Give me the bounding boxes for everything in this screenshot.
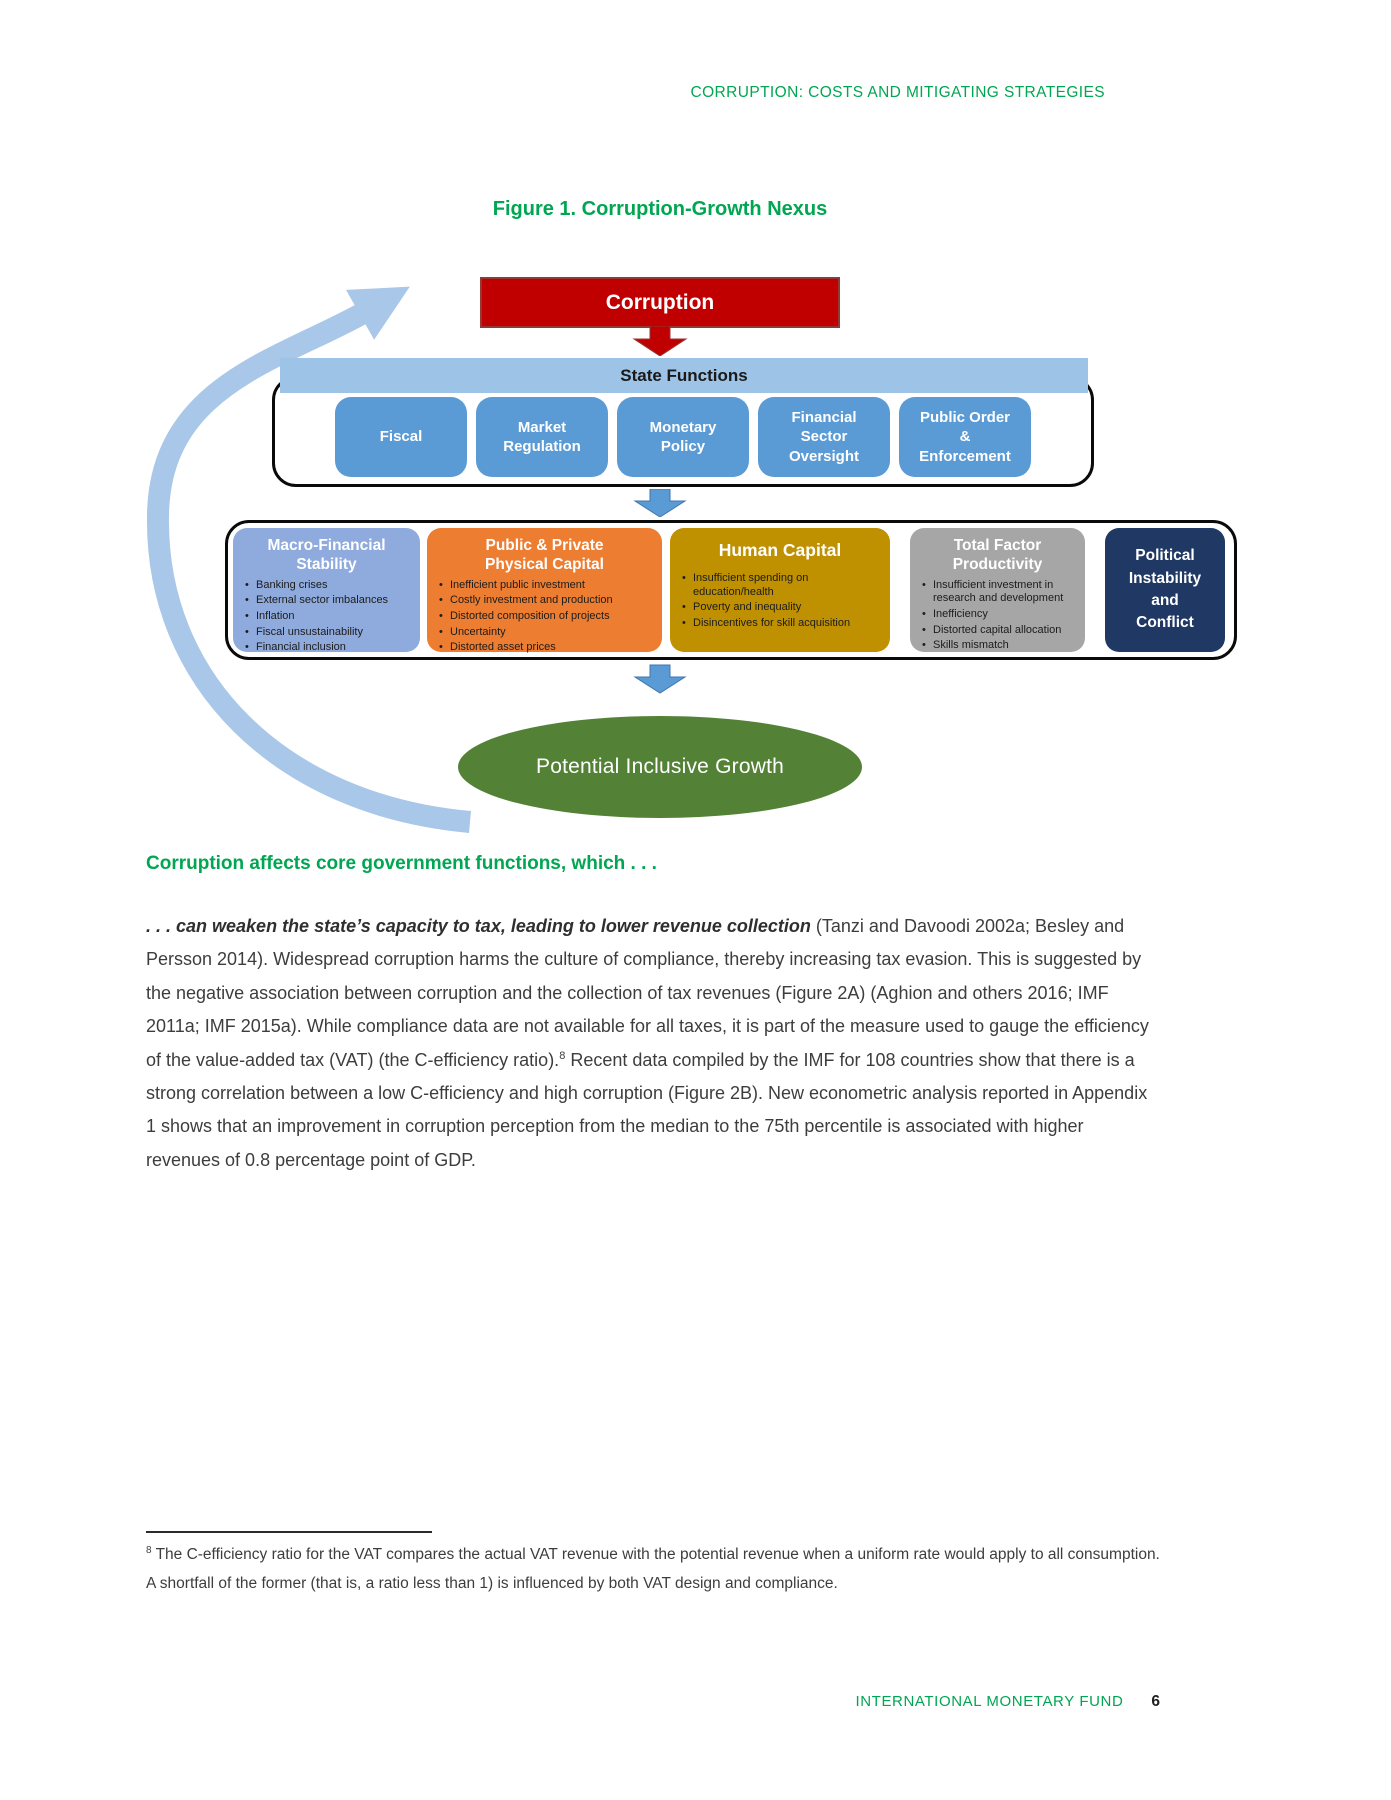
- sf-box-financial-sector-oversight: Financial Sector Oversight: [758, 397, 890, 477]
- bullet-item: Distorted composition of projects: [437, 610, 656, 624]
- bullet-item: Inefficiency: [920, 608, 1079, 622]
- bullet-item: Disincentives for skill acquisition: [680, 617, 884, 631]
- bullet-item: Financial inclusion: [243, 641, 414, 655]
- channel-box-public-private-physical-capital: Public & Private Physical Capital Ineffi…: [427, 528, 662, 655]
- down-arrow-blue-icon: [633, 489, 687, 517]
- bullet-item: Costly investment and production: [437, 594, 656, 608]
- channel-box-macro-financial-stability: Macro-Financial Stability Banking crises…: [233, 528, 420, 655]
- channel-title: Public & Private Physical Capital: [485, 537, 604, 574]
- paragraph-text: (Tanzi and Davoodi 2002a; Besley and Per…: [146, 916, 1149, 1070]
- channel-bullets: Insufficient spending on education/healt…: [670, 572, 890, 631]
- footnote-text: The C-efficiency ratio for the VAT compa…: [146, 1546, 1160, 1592]
- sf-box-fiscal: Fiscal: [335, 397, 467, 477]
- channel-title: Human Capital: [718, 540, 842, 560]
- sf-label: Financial Sector Oversight: [788, 408, 860, 465]
- sf-label: Monetary Policy: [649, 418, 717, 456]
- bullet-item: Distorted capital allocation: [920, 624, 1079, 638]
- channel-bullets: Inefficient public investment Costly inv…: [427, 579, 662, 655]
- bullet-item: Banking crises: [243, 579, 414, 593]
- bullet-item: Skills mismatch: [920, 639, 1079, 653]
- bullet-item: Uncertainty: [437, 626, 656, 640]
- state-functions-bar: State Functions: [280, 358, 1088, 393]
- feedback-curved-arrow-icon: [146, 286, 471, 833]
- footnote-divider: [146, 1531, 432, 1533]
- channel-title: Political Instability and Conflict: [1128, 547, 1202, 632]
- bullet-item: Insufficient investment in research and …: [920, 579, 1079, 606]
- bullet-item: Inefficient public investment: [437, 579, 656, 593]
- channel-box-political-instability-conflict: Political Instability and Conflict: [1105, 528, 1225, 652]
- corruption-label: Corruption: [605, 290, 715, 314]
- bullet-item: Distorted asset prices: [437, 641, 656, 655]
- page-number: 6: [1151, 1693, 1160, 1710]
- paragraph-lead: . . . can weaken the state’s capacity to…: [146, 916, 811, 936]
- outcome-label: Potential Inclusive Growth: [536, 755, 784, 778]
- bullet-item: Insufficient spending on education/healt…: [680, 572, 884, 599]
- page-footer: INTERNATIONAL MONETARY FUND 6: [440, 1693, 1160, 1711]
- sf-label: Fiscal: [379, 428, 423, 446]
- footnote-ref: 8: [559, 1049, 566, 1062]
- outcome-ellipse: Potential Inclusive Growth: [458, 716, 862, 818]
- sf-label: Public Order & Enforcement: [919, 408, 1011, 465]
- bullet-item: Fiscal unsustainability: [243, 626, 414, 640]
- channel-box-human-capital: Human Capital Insufficient spending on e…: [670, 528, 890, 652]
- paragraph-text: Recent data compiled by the IMF for 108 …: [146, 1049, 1148, 1170]
- section-heading: Corruption affects core government funct…: [146, 853, 657, 874]
- state-functions-label: State Functions: [620, 365, 748, 385]
- channel-title: Total Factor Productivity: [952, 537, 1043, 574]
- down-arrow-blue-icon: [633, 664, 687, 694]
- footnote-marker: 8: [146, 1544, 152, 1556]
- footer-publisher: INTERNATIONAL MONETARY FUND: [855, 1693, 1124, 1710]
- down-arrow-red-icon: [632, 326, 688, 356]
- corruption-box: Corruption: [480, 277, 840, 328]
- sf-box-market-regulation: Market Regulation: [476, 397, 608, 477]
- figure-title: Figure 1. Corruption-Growth Nexus: [492, 198, 828, 220]
- channels-group-outline: [225, 520, 1237, 660]
- bullet-item: External sector imbalances: [243, 594, 414, 608]
- channel-bullets: Banking crises External sector imbalance…: [233, 579, 420, 655]
- sf-box-public-order-enforcement: Public Order & Enforcement: [899, 397, 1031, 477]
- channel-title: Macro-Financial Stability: [267, 537, 386, 574]
- channel-box-total-factor-productivity: Total Factor Productivity Insufficient i…: [910, 528, 1085, 653]
- bullet-item: Inflation: [243, 610, 414, 624]
- channel-bullets: Insufficient investment in research and …: [910, 579, 1085, 653]
- sf-box-monetary-policy: Monetary Policy: [617, 397, 749, 477]
- sf-label: Market Regulation: [503, 418, 581, 456]
- body-paragraph: . . . can weaken the state’s capacity to…: [146, 910, 1160, 1177]
- bullet-item: Poverty and inequality: [680, 601, 884, 615]
- page-header: CORRUPTION: COSTS AND MITIGATING STRATEG…: [690, 84, 1105, 101]
